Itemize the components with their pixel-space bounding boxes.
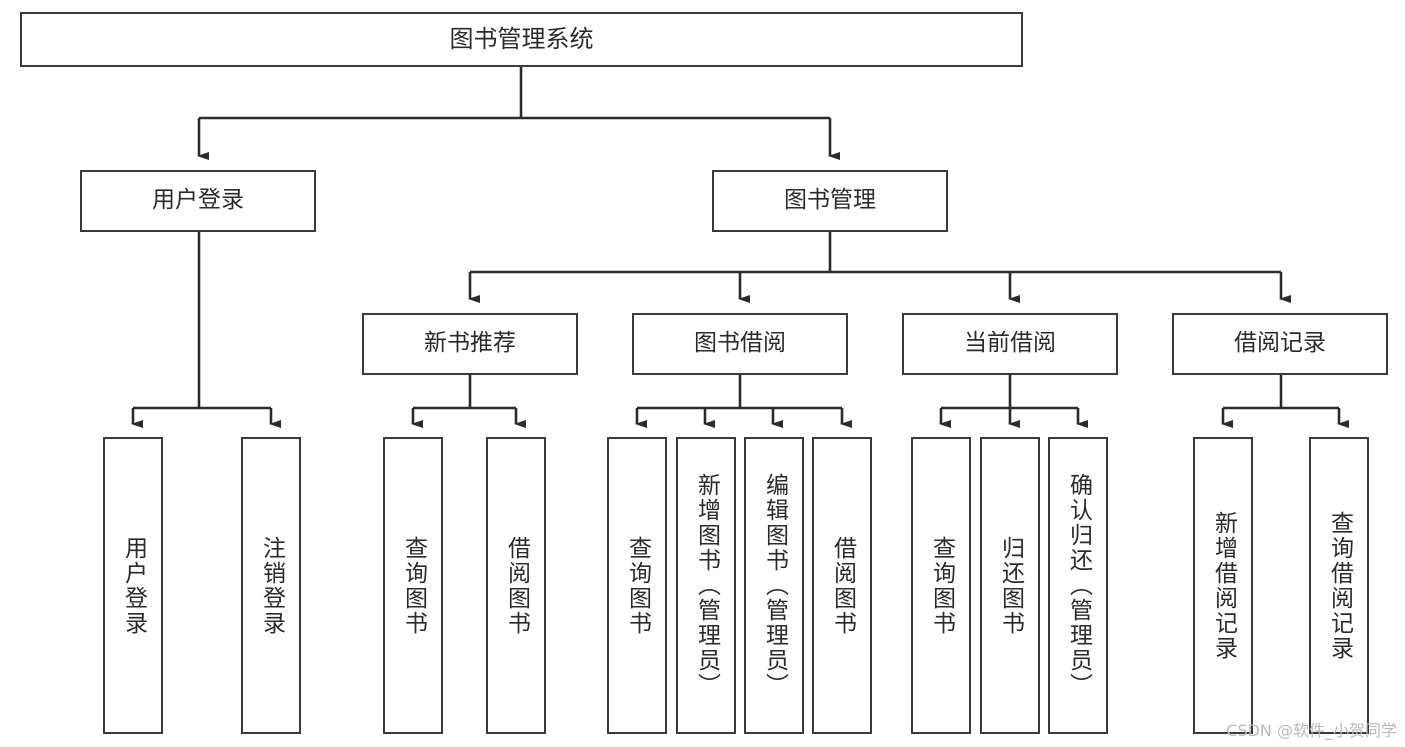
node-label: 图书借阅: [694, 330, 786, 357]
node-label: 用户登录: [120, 535, 147, 636]
node-label: 查询图书: [400, 535, 427, 636]
node-label: 新增图书（管理员）: [693, 473, 720, 698]
leaf-user-login-login[interactable]: 用户登录: [103, 437, 163, 734]
node-label: 借阅图书: [829, 535, 856, 636]
node-label: 当前借阅: [964, 330, 1056, 357]
node-label: 借阅图书: [503, 535, 530, 636]
node-label: 归还图书: [997, 535, 1024, 636]
node-user-login[interactable]: 用户登录: [80, 170, 316, 232]
node-current-borrow[interactable]: 当前借阅: [902, 313, 1118, 375]
leaf-record-add-record[interactable]: 新增借阅记录: [1193, 437, 1253, 734]
node-label: 注销登录: [258, 535, 285, 636]
node-label: 编辑图书（管理员）: [761, 473, 788, 698]
leaf-borrow-borrow-book[interactable]: 借阅图书: [812, 437, 872, 734]
node-label: 图书管理: [784, 187, 876, 214]
watermark-credit: CSDN @软件_小贺同学: [1226, 721, 1397, 740]
node-label: 查询图书: [928, 535, 955, 636]
leaf-new-book-borrow[interactable]: 借阅图书: [486, 437, 546, 734]
leaf-current-return-book[interactable]: 归还图书: [980, 437, 1040, 734]
leaf-current-confirm-return-admin[interactable]: 确认归还（管理员）: [1048, 437, 1108, 734]
node-label: 用户登录: [152, 187, 244, 214]
node-label: 图书管理系统: [449, 25, 594, 54]
node-book-borrow[interactable]: 图书借阅: [632, 313, 848, 375]
node-label: 新增借阅记录: [1210, 510, 1237, 661]
node-borrow-record[interactable]: 借阅记录: [1172, 313, 1388, 375]
node-label: 查询图书: [624, 535, 651, 636]
leaf-current-query-book[interactable]: 查询图书: [911, 437, 971, 734]
node-root-system[interactable]: 图书管理系统: [20, 12, 1023, 67]
node-label: 查询借阅记录: [1326, 510, 1353, 661]
node-label: 确认归还（管理员）: [1065, 473, 1092, 698]
leaf-user-login-logout[interactable]: 注销登录: [241, 437, 301, 734]
leaf-record-query-record[interactable]: 查询借阅记录: [1309, 437, 1369, 734]
node-book-management[interactable]: 图书管理: [712, 170, 948, 232]
leaf-borrow-query-book[interactable]: 查询图书: [607, 437, 667, 734]
leaf-borrow-edit-book-admin[interactable]: 编辑图书（管理员）: [744, 437, 804, 734]
node-new-book-recommend[interactable]: 新书推荐: [362, 313, 578, 375]
leaf-borrow-add-book-admin[interactable]: 新增图书（管理员）: [676, 437, 736, 734]
leaf-new-book-query[interactable]: 查询图书: [383, 437, 443, 734]
node-label: 新书推荐: [424, 330, 516, 357]
node-label: 借阅记录: [1234, 330, 1326, 357]
